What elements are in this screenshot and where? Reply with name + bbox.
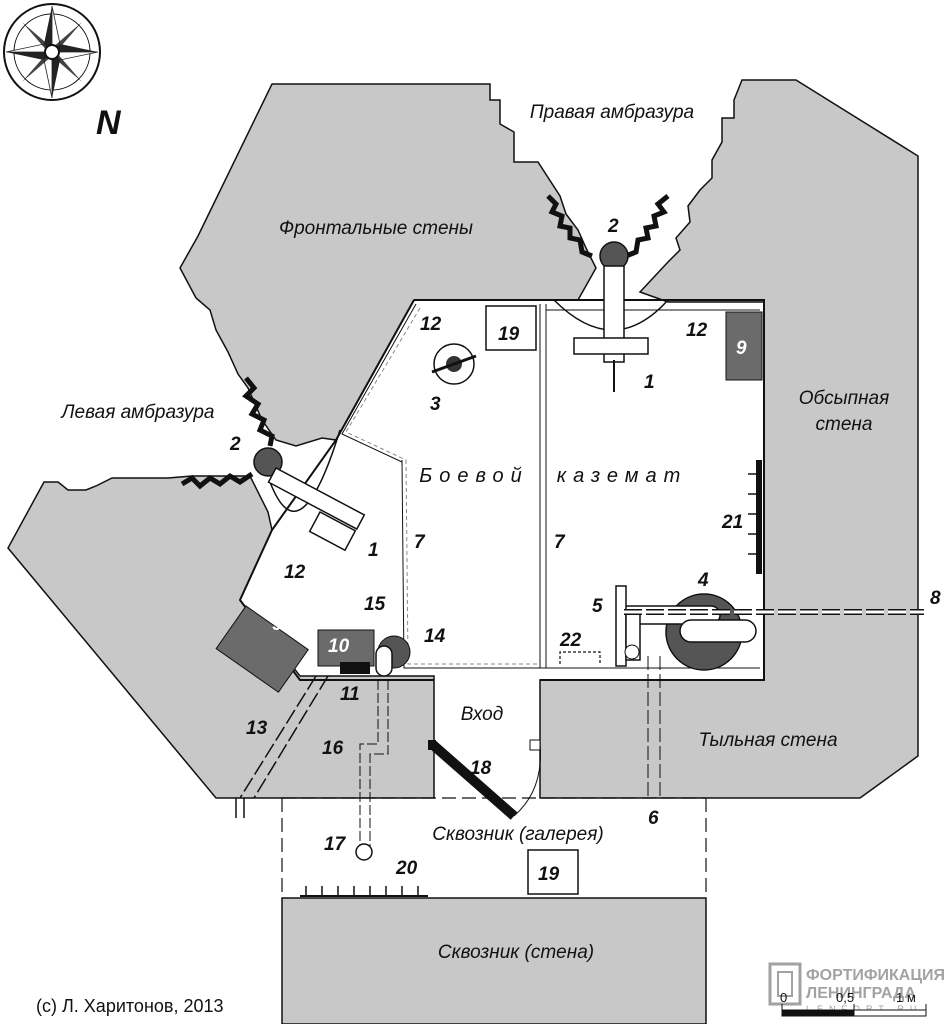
num-7-left: 7 [414,532,426,553]
label-right-embrasure: Правая амбразура [530,102,694,123]
num-13: 13 [246,718,268,739]
copyright: (c) Л. Харитонов, 2013 [36,996,224,1016]
watermark: ФОРТИФИКАЦИЯ ЛЕНИНГРАДА LENFORT.RU [768,962,944,1014]
num-1-right: 1 [644,372,655,393]
box-19-gallery [527,849,579,895]
num-12-a: 12 [420,314,442,335]
left-embrasure-gun [253,429,366,552]
num-20: 20 [395,858,418,879]
num-5: 5 [592,596,603,617]
door-18 [428,740,518,820]
num-19-gallery: 19 [538,864,560,885]
right-embrasure-edge-left [546,194,593,259]
label-casemate-left: Боевой [419,465,529,487]
covering-wall [539,79,919,799]
compass-rose-icon [3,3,101,101]
num-12-b: 12 [686,320,708,341]
num-19-top: 19 [498,324,520,345]
pipe-13 [239,675,329,799]
label-covering-wall-2: стена [816,414,873,435]
rail-right [546,309,760,669]
gallery-wall [281,897,707,1024]
rail-center [539,304,547,668]
object-17 [355,843,373,861]
scale-bar: 0 0,5 1 м [780,990,927,1017]
right-embrasure-gun [553,241,669,392]
rail-track-left-inner [345,307,540,665]
object-5 [615,585,641,667]
pipe-6 [647,656,661,798]
num-8: 8 [930,588,941,609]
num-4: 4 [697,570,709,591]
label-gallery: Сквозник (галерея) [432,824,603,845]
num-21: 21 [721,512,743,533]
object-15 [375,645,393,677]
left-embrasure-edge-top [242,376,275,447]
num-15: 15 [364,594,386,615]
svg-text:ФОРТИФИКАЦИЯ: ФОРТИФИКАЦИЯ [806,967,944,984]
box-9-right [725,311,763,381]
num-6: 6 [648,808,659,829]
label-left-embrasure: Левая амбразура [60,402,215,423]
right-embrasure-edge-right [625,194,670,259]
num-12-c: 12 [284,562,306,583]
num-11: 11 [340,684,360,705]
left-embrasure-edge-bottom [180,471,254,490]
svg-text:LENFORT.RU: LENFORT.RU [806,1004,922,1014]
num-3: 3 [430,394,441,415]
label-entrance: Вход [461,704,503,725]
num-18: 18 [470,758,492,779]
north-label: N [96,104,122,142]
label-covering-wall-1: Обсыпная [799,388,890,409]
num-9-right: 9 [736,338,747,359]
num-2-right: 2 [607,216,619,237]
label-frontal-walls: Фронтальные стены [279,218,473,239]
num-1-left: 1 [368,540,379,561]
label-rear-wall: Тыльная стена [698,730,837,751]
svg-text:ЛЕНИНГРАДА: ЛЕНИНГРАДА [806,985,916,1002]
object-3 [431,343,477,385]
num-14: 14 [424,626,446,647]
box-9-left [215,605,309,693]
scale-tick-0: 0 [780,990,787,1005]
box-19-top [485,305,537,351]
gallery-outline [281,797,707,898]
num-9-left: 9 [272,614,283,635]
object-20 [300,886,428,897]
scale-tick-half: 0,5 [836,990,854,1005]
label-casemate-right: каземат [557,465,688,487]
num-16: 16 [322,738,344,759]
num-22: 22 [559,630,582,651]
door-arc [513,743,541,817]
rail-track-left [341,303,546,669]
num-2-left: 2 [229,434,241,455]
object-21 [748,460,762,574]
scale-tick-1: 1 м [896,990,916,1005]
frontal-wall [179,83,597,447]
num-10: 10 [328,636,350,657]
box-10 [317,629,375,667]
box-11 [340,662,370,674]
num-17: 17 [324,834,347,855]
label-gallery-wall: Сквозник (стена) [438,942,594,963]
num-7-right: 7 [554,532,566,553]
object-22 [559,651,601,664]
pipe-16 [359,680,389,852]
